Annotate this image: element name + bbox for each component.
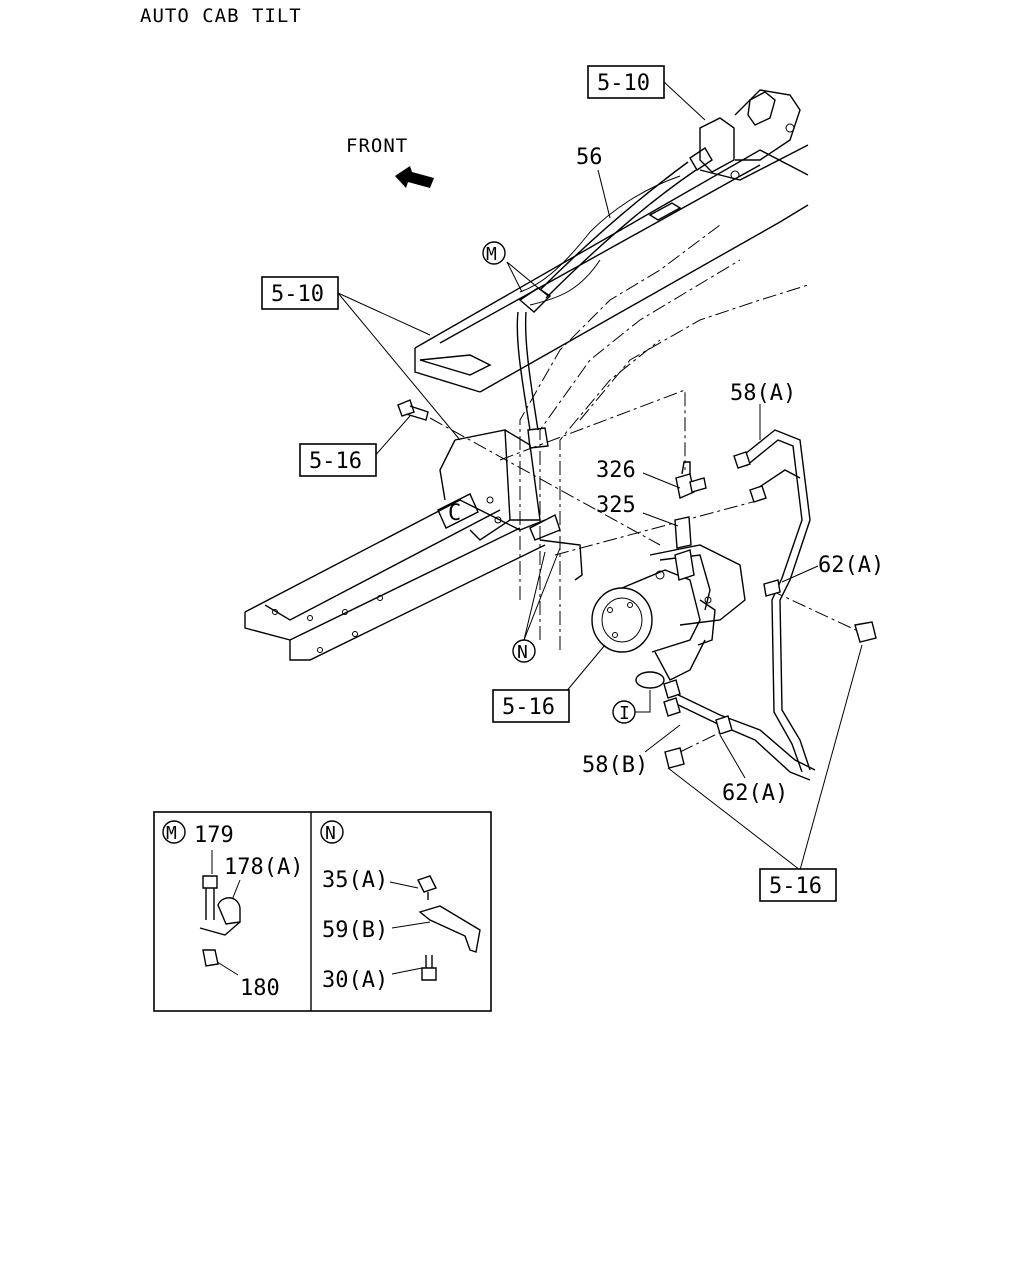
bolt-left <box>397 399 429 421</box>
callout-5-10-top-text: 5-10 <box>597 71 650 96</box>
marker-i-text: I <box>619 703 630 724</box>
cab-lock-assembly <box>689 89 809 181</box>
fitting-325 <box>674 516 692 549</box>
label-part-58a: 58(A) <box>730 381 796 406</box>
center-lines <box>429 389 861 753</box>
callout-5-16-bottom-text: 5-16 <box>769 874 822 899</box>
detail-n-35a: 35(A) <box>322 868 388 893</box>
callout-5-16-left-text: 5-16 <box>309 449 362 474</box>
pipe-58b <box>663 679 816 781</box>
callout-5-10-left-text: 5-10 <box>271 282 324 307</box>
detail-m-180: 180 <box>240 976 280 1001</box>
detail-n-59b: 59(B) <box>322 918 388 943</box>
marker-m[interactable]: M <box>482 241 506 265</box>
label-part-58b: 58(B) <box>582 753 648 778</box>
marker-n-text: N <box>517 642 528 663</box>
label-part-62a-right: 62(A) <box>818 553 884 578</box>
callout-5-16-mid-text: 5-16 <box>502 695 555 720</box>
callout-5-16-mid[interactable]: 5-16 <box>492 689 570 723</box>
detail-inset: M 179 178(A) 180 N 35(A) 59(B) 30(A) <box>153 811 492 1012</box>
detail-n-panel: N 35(A) 59(B) 30(A) <box>320 820 481 993</box>
label-part-56: 56 <box>576 145 603 170</box>
label-part-326: 326 <box>596 458 636 483</box>
marker-i[interactable]: I <box>612 700 636 724</box>
detail-m-178a: 178(A) <box>224 855 303 880</box>
frame-c-mark: C <box>448 501 461 526</box>
lower-frame-rail: C <box>244 493 546 661</box>
upper-frame-rail <box>414 149 809 393</box>
label-part-62a-bottom: 62(A) <box>722 781 788 806</box>
front-arrow-icon <box>395 166 434 188</box>
marker-n[interactable]: N <box>512 639 536 663</box>
hose-56 <box>516 161 697 449</box>
callout-5-10-top[interactable]: 5-10 <box>587 65 665 99</box>
callout-5-16-left[interactable]: 5-16 <box>299 443 377 477</box>
detail-m-179: 179 <box>194 823 234 848</box>
detail-m-panel: M 179 178(A) 180 <box>162 820 303 1001</box>
detail-m-marker: M <box>166 823 177 844</box>
diagram-title: AUTO CAB TILT <box>140 5 302 27</box>
detail-n-marker: N <box>325 823 336 844</box>
front-label: FRONT <box>346 135 408 157</box>
marker-m-text: M <box>486 244 497 265</box>
callout-5-16-bottom[interactable]: 5-16 <box>759 868 837 902</box>
label-part-325: 325 <box>596 493 636 518</box>
gear-bracket <box>439 429 583 581</box>
cab-support <box>519 224 809 650</box>
pipe-58a <box>733 429 811 773</box>
gear-assembly <box>591 544 746 689</box>
leader-lines <box>337 81 863 871</box>
callout-5-10-left[interactable]: 5-10 <box>261 276 339 310</box>
front-indicator: FRONT <box>346 135 434 188</box>
detail-n-30a: 30(A) <box>322 968 388 993</box>
bolts-right <box>664 621 877 769</box>
fitting-326 <box>675 461 707 499</box>
